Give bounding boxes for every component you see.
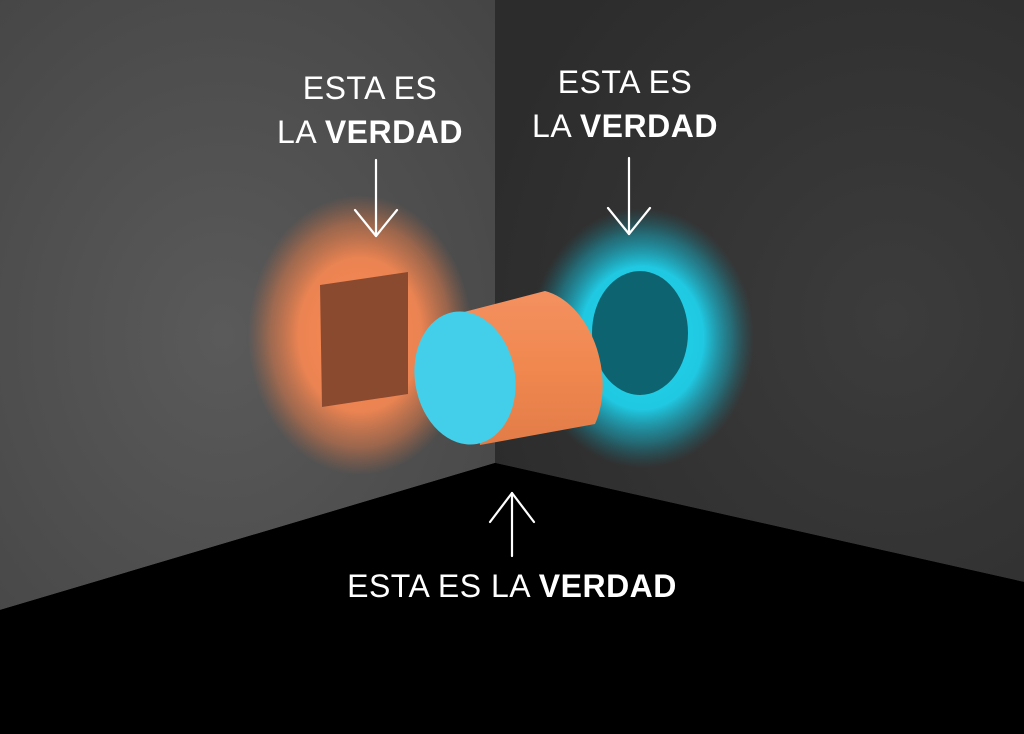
caption-right-prefix: LA (532, 108, 580, 144)
caption-right-line1: ESTA ES (557, 64, 693, 100)
square-shadow (320, 272, 408, 407)
caption-right: ESTA ES LA VERDAD (510, 60, 740, 148)
cylinder-cap (414, 311, 516, 445)
floor (0, 463, 1024, 734)
caption-bottom: ESTA ES LA VERDAD (262, 564, 762, 608)
caption-left: ESTA ES LA VERDAD (255, 66, 485, 154)
arrow-down-icon (606, 156, 652, 236)
caption-bottom-prefix: ESTA ES LA (347, 568, 539, 604)
caption-right-bold: VERDAD (579, 108, 718, 144)
arrow-up-icon (488, 491, 536, 558)
cylinder (414, 291, 603, 445)
caption-left-line1: ESTA ES (302, 70, 438, 106)
circle-shadow (592, 271, 688, 395)
caption-bottom-bold: VERDAD (538, 568, 677, 604)
caption-left-line2: LA VERDAD (255, 110, 485, 154)
caption-left-prefix: LA (277, 114, 325, 150)
caption-left-bold: VERDAD (324, 114, 463, 150)
arrow-down-icon (353, 158, 399, 238)
caption-right-line2: LA VERDAD (510, 104, 740, 148)
